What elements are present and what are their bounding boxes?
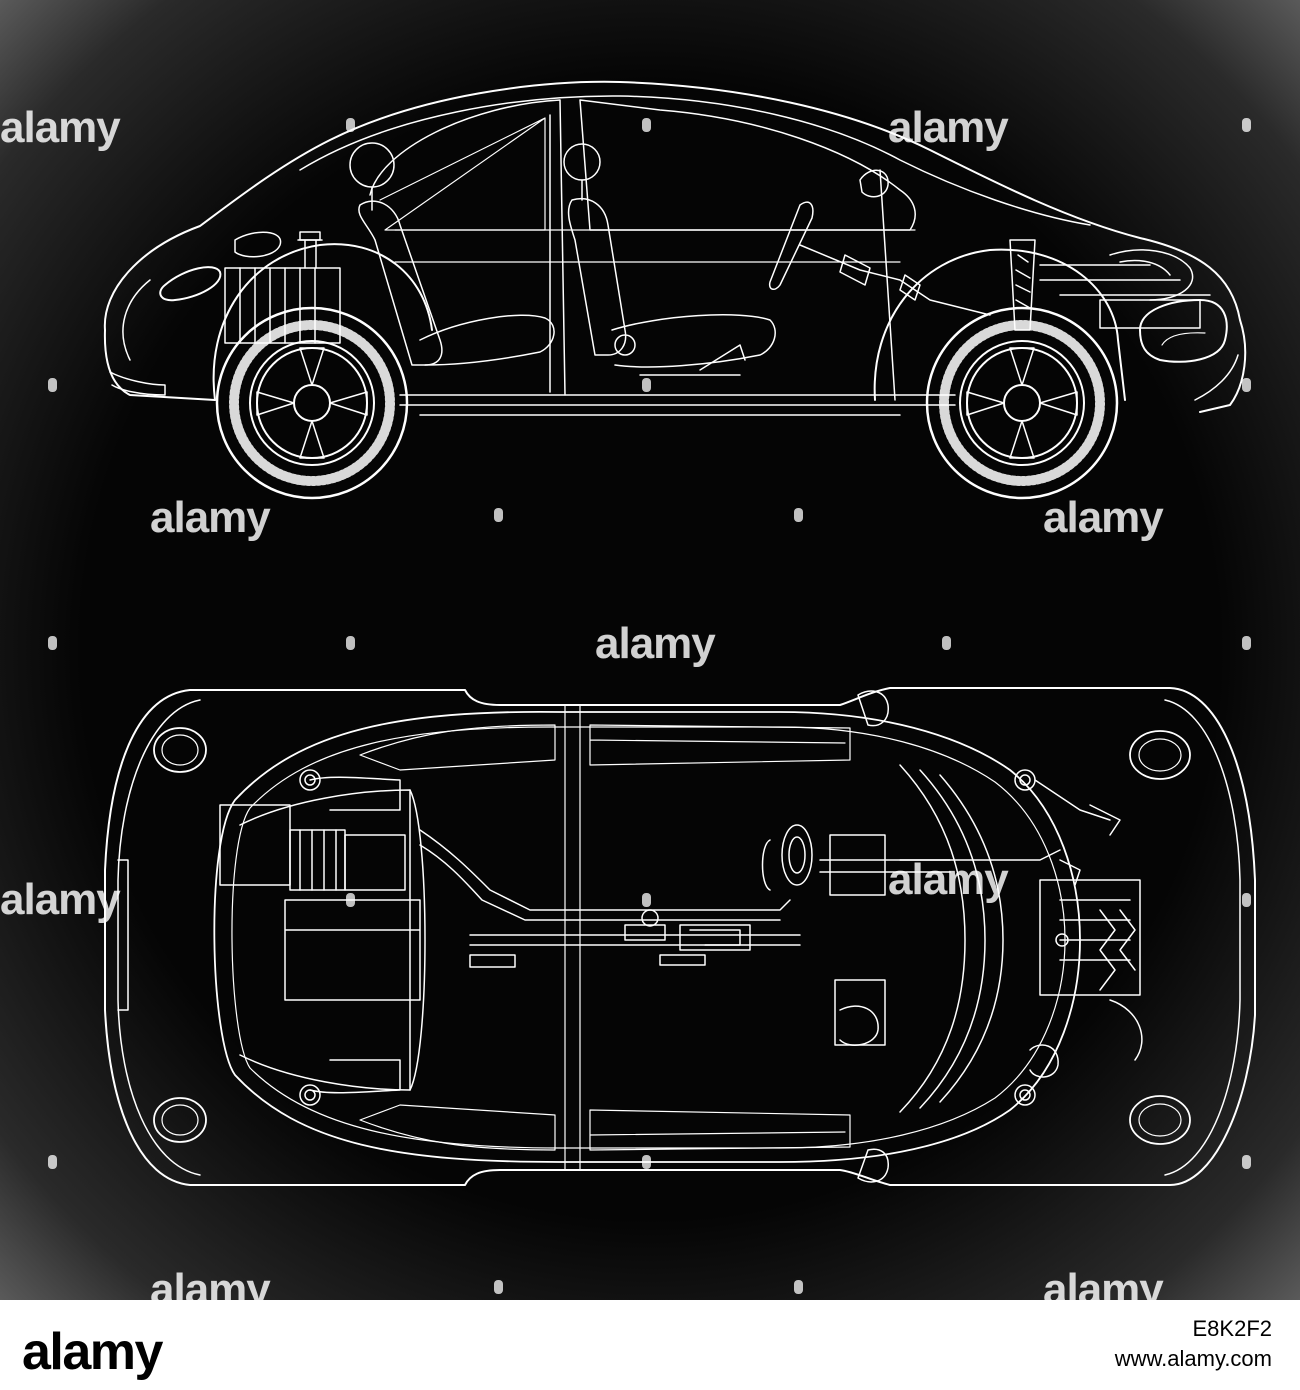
car-top-view [104, 687, 1256, 1186]
front-wheel [925, 306, 1119, 500]
rear-seat [349, 142, 555, 366]
top-drivetrain [419, 824, 813, 968]
rear-engine [224, 231, 341, 344]
rear-light-right [153, 1097, 207, 1143]
top-front-components [819, 769, 1143, 1106]
front-seat [563, 143, 776, 376]
top-cabin-outline [213, 710, 1081, 1163]
image-id: E8K2F2 [1192, 1316, 1273, 1341]
front-wheel-arch [873, 248, 1126, 401]
car-blueprint-drawing [103, 80, 1256, 1186]
blueprint-canvas: alamy alamy alamy alamy alamy alamy alam… [0, 0, 1300, 1300]
side-headlight [1139, 299, 1228, 363]
footer-bar: alamy E8K2F2 www.alamy.com [0, 1300, 1300, 1390]
headlight-left [1129, 730, 1191, 780]
rear-wheel-arch [212, 243, 433, 401]
car-side-view [103, 80, 1247, 500]
top-rear-engine [219, 769, 421, 1106]
top-mirror-left [857, 690, 889, 727]
site-url: www.alamy.com [1114, 1345, 1272, 1371]
footer-logo: alamy [22, 1323, 163, 1381]
footer-image-info: E8K2F2 www.alamy.com [1115, 1314, 1272, 1373]
front-suspension [1009, 239, 1211, 331]
rear-wheel [215, 306, 409, 500]
side-taillight [159, 266, 222, 302]
top-mirror-right [857, 1148, 889, 1183]
side-body-outline [103, 80, 1247, 413]
steering-column [768, 201, 991, 316]
top-body-outline [104, 687, 1256, 1186]
rear-light-left [153, 727, 207, 773]
headlight-right [1129, 1095, 1191, 1145]
